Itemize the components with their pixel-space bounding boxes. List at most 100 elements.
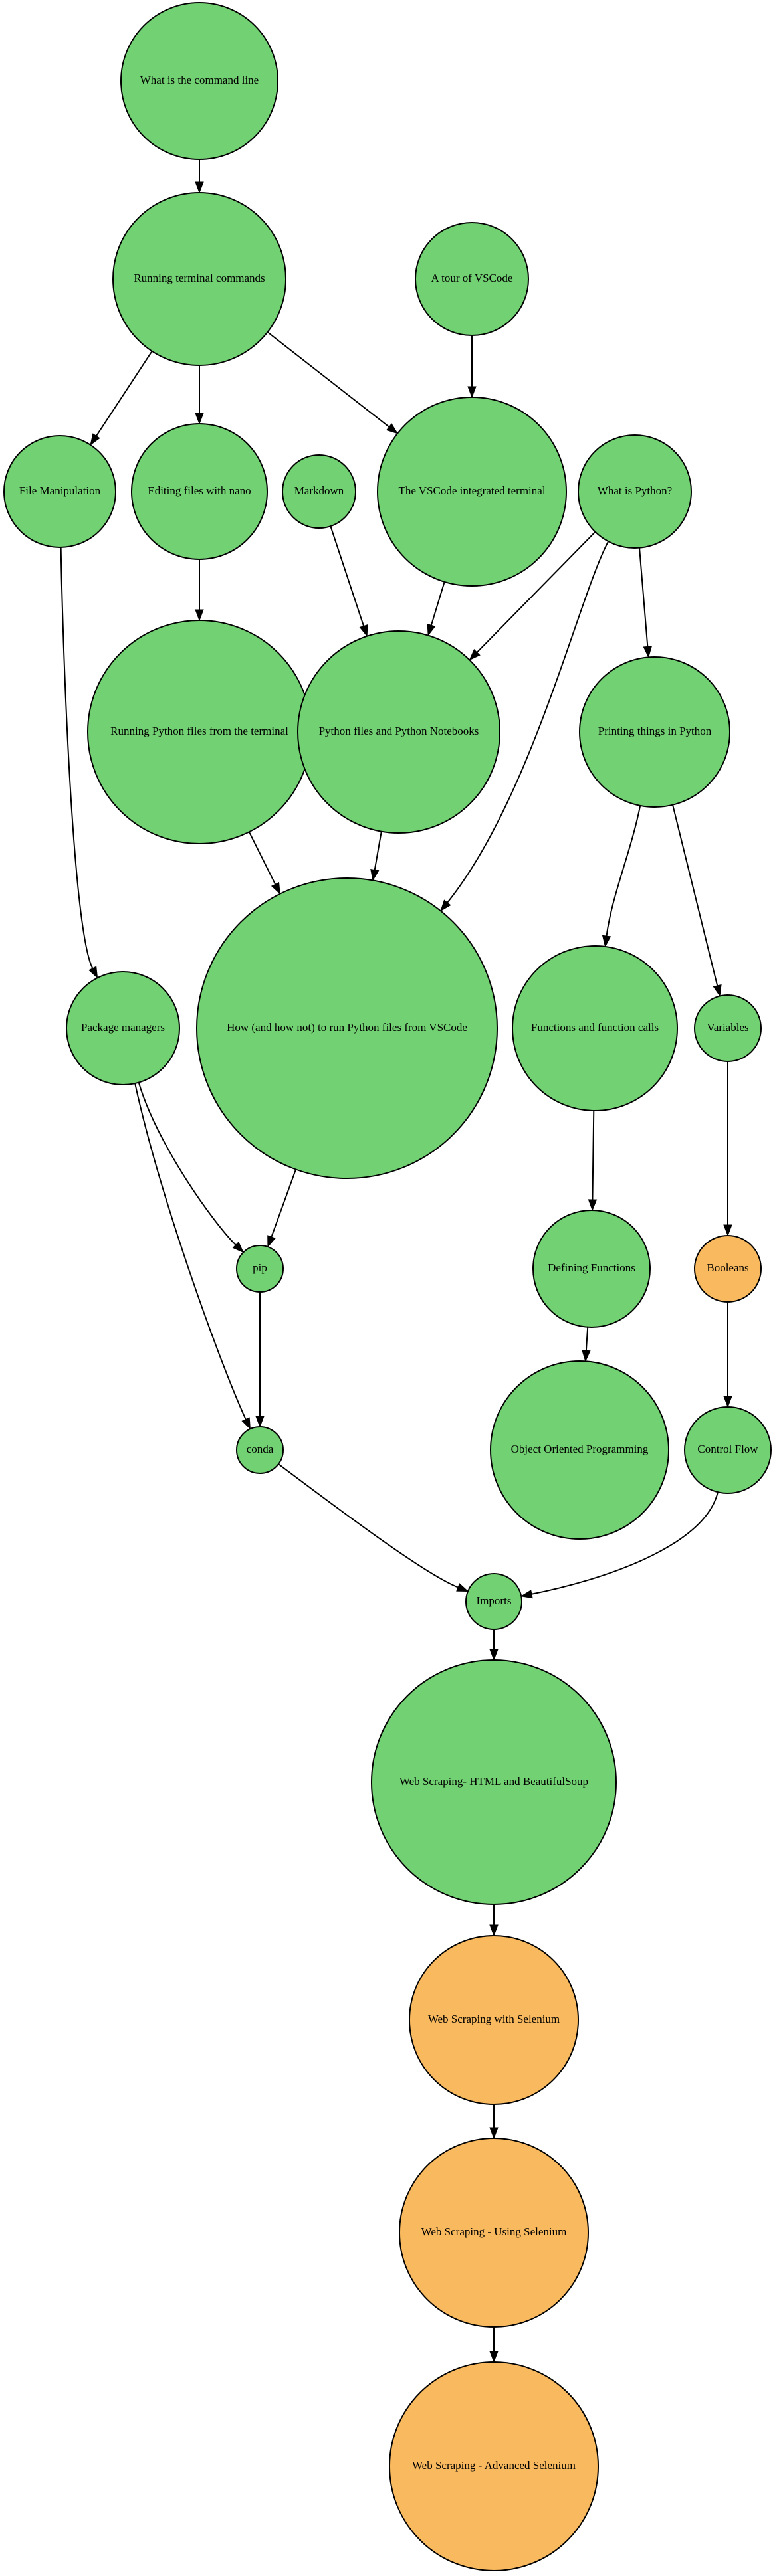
node-imports[interactable]: Imports: [465, 1573, 522, 1630]
node-label: Booleans: [707, 1261, 748, 1274]
edge-line: [672, 804, 719, 986]
edge-package-managers-to-conda: [134, 1083, 251, 1430]
node-py-notebooks[interactable]: Python files and Python Notebooks: [297, 630, 500, 834]
node-label: Web Scraping - Using Selenium: [421, 2225, 567, 2238]
arrowhead-icon: [489, 2351, 499, 2363]
node-pip[interactable]: pip: [236, 1245, 284, 1293]
node-circle: [377, 397, 567, 587]
node-circle: [512, 945, 678, 1111]
node-circle: [282, 454, 356, 529]
edge-web-bs4-to-web-selenium: [489, 1904, 499, 1937]
node-printing[interactable]: Printing things in Python: [579, 656, 730, 808]
edge-what-python-to-run-py-vscode: [440, 541, 610, 912]
node-run-py-terminal[interactable]: Running Python files from the terminal: [87, 620, 312, 844]
arrowhead-icon: [427, 623, 436, 636]
node-label: Functions and function calls: [531, 1021, 659, 1034]
arrowhead-icon: [386, 423, 399, 434]
node-file-manipulation[interactable]: File Manipulation: [3, 435, 116, 548]
node-vscode-terminal[interactable]: The VSCode integrated terminal: [377, 397, 567, 587]
node-circle: [112, 192, 286, 366]
arrowhead-icon: [582, 1350, 591, 1362]
node-label: Imports: [477, 1594, 512, 1607]
edge-nano-to-run-py-terminal: [195, 559, 204, 622]
node-conda[interactable]: conda: [236, 1426, 284, 1474]
node-terminal-commands[interactable]: Running terminal commands: [112, 192, 286, 366]
node-label: Web Scraping- HTML and BeautifulSoup: [399, 1775, 588, 1788]
edge-line: [267, 331, 390, 428]
arrowhead-icon: [90, 433, 100, 446]
node-label: What is the command line: [140, 74, 259, 86]
arrowhead-icon: [469, 648, 481, 661]
edge-line: [639, 547, 649, 647]
arrowhead-icon: [195, 609, 204, 622]
edge-web-selenium-to-web-using-selenium: [489, 2104, 499, 2140]
edge-printing-to-functions: [602, 805, 641, 948]
arrowhead-icon: [489, 2127, 499, 2140]
node-run-py-vscode[interactable]: How (and how not) to run Python files fr…: [196, 877, 498, 1179]
node-nano[interactable]: Editing files with nano: [131, 423, 268, 560]
edge-line: [592, 1110, 595, 1200]
node-label: conda: [247, 1443, 274, 1455]
node-circle: [409, 1935, 579, 2105]
arrowhead-icon: [723, 1396, 732, 1408]
node-label: Markdown: [294, 484, 344, 497]
node-circle: [196, 877, 498, 1179]
node-circle: [532, 1210, 651, 1328]
edge-line: [271, 1169, 297, 1238]
arrowhead-icon: [456, 1583, 469, 1592]
arrowhead-icon: [588, 1199, 598, 1212]
arrowhead-icon: [489, 1924, 499, 1937]
node-circle: [490, 1360, 669, 1540]
node-defining-functions[interactable]: Defining Functions: [532, 1210, 651, 1328]
node-circle: [579, 656, 730, 808]
node-label: Running terminal commands: [134, 272, 265, 284]
node-circle: [694, 1235, 762, 1303]
node-circle: [389, 2361, 599, 2571]
node-circle: [694, 994, 762, 1062]
node-tour-vscode[interactable]: A tour of VSCode: [415, 222, 529, 336]
arrowhead-icon: [195, 413, 204, 425]
node-command-line[interactable]: What is the command line: [120, 2, 278, 160]
arrowhead-icon: [643, 646, 653, 658]
edge-control-flow-to-imports: [520, 1491, 719, 1599]
node-label: File Manipulation: [19, 484, 101, 497]
edge-terminal-commands-to-vscode-terminal: [267, 331, 399, 434]
edge-line: [96, 351, 153, 436]
arrowhead-icon: [440, 899, 451, 912]
arrowhead-icon: [267, 1235, 276, 1248]
edge-run-py-vscode-to-pip: [267, 1169, 297, 1248]
node-package-managers[interactable]: Package managers: [66, 971, 180, 1085]
node-web-bs4[interactable]: Web Scraping- HTML and BeautifulSoup: [371, 1659, 617, 1905]
node-circle: [465, 1573, 522, 1630]
node-web-selenium[interactable]: Web Scraping with Selenium: [409, 1935, 579, 2105]
node-label: Package managers: [81, 1021, 165, 1034]
node-functions[interactable]: Functions and function calls: [512, 945, 678, 1111]
edge-conda-to-imports: [278, 1463, 469, 1592]
arrowhead-icon: [255, 1416, 265, 1428]
node-what-python[interactable]: What is Python?: [578, 434, 692, 549]
edge-line: [476, 531, 596, 653]
edge-imports-to-web-bs4: [489, 1629, 499, 1661]
node-markdown[interactable]: Markdown: [282, 454, 356, 529]
node-oop[interactable]: Object Oriented Programming: [490, 1360, 669, 1540]
edge-line: [447, 541, 610, 903]
node-web-advanced-selenium[interactable]: Web Scraping - Advanced Selenium: [389, 2361, 599, 2571]
node-circle: [415, 222, 529, 336]
node-label: Printing things in Python: [598, 725, 712, 737]
edge-py-notebooks-to-run-py-vscode: [370, 831, 382, 881]
edge-pip-to-conda: [255, 1292, 265, 1428]
edge-package-managers-to-pip: [138, 1082, 245, 1253]
arrowhead-icon: [359, 624, 368, 638]
node-control-flow[interactable]: Control Flow: [684, 1406, 772, 1494]
arrowhead-icon: [271, 881, 280, 895]
node-variables[interactable]: Variables: [694, 994, 762, 1062]
node-booleans[interactable]: Booleans: [694, 1235, 762, 1303]
arrowhead-icon: [195, 181, 204, 194]
node-web-using-selenium[interactable]: Web Scraping - Using Selenium: [399, 2138, 589, 2328]
node-circle: [120, 2, 278, 160]
node-label: Web Scraping - Advanced Selenium: [412, 2459, 576, 2472]
edge-variables-to-booleans: [723, 1061, 732, 1237]
node-label: Running Python files from the terminal: [110, 725, 288, 737]
